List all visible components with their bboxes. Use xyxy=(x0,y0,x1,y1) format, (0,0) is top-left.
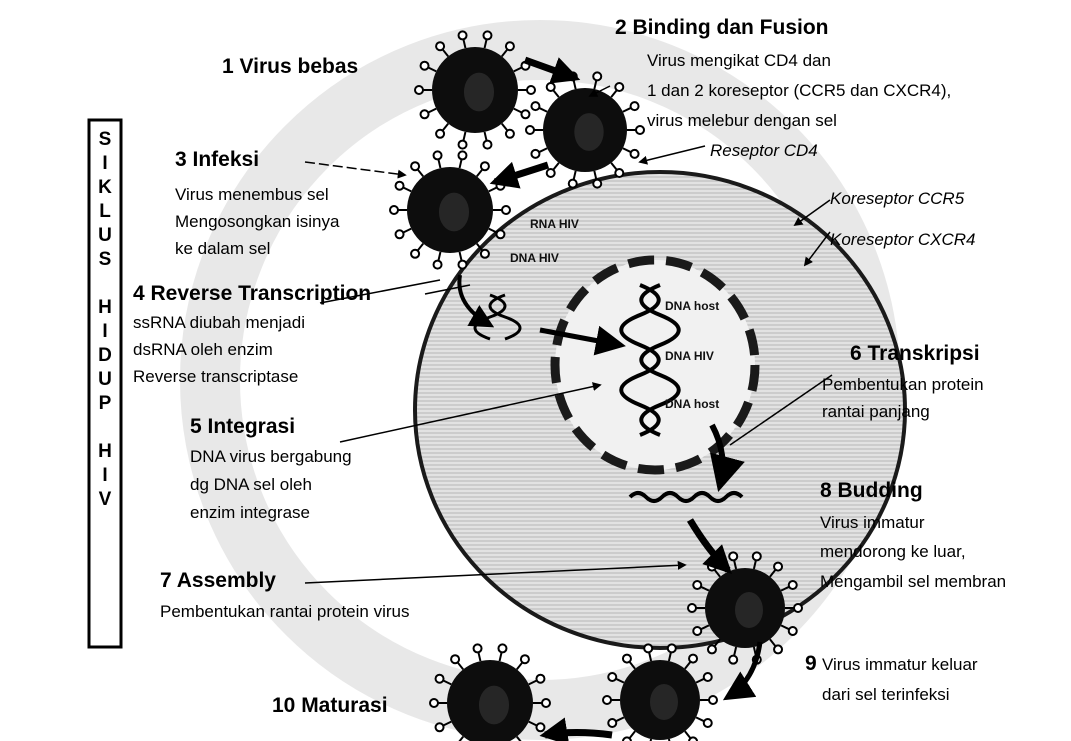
side-title-letter: D xyxy=(98,345,112,366)
side-title-letter: S xyxy=(99,129,112,150)
step-5-title: 5 Integrasi xyxy=(190,415,295,438)
side-title-letter: I xyxy=(102,321,107,342)
label-dna-bottom: DNA host xyxy=(665,397,719,411)
step-7-line-1: Pembentukan rantai protein virus xyxy=(160,602,409,621)
step-4-title: 4 Reverse Transcription xyxy=(133,282,371,305)
label-dna-hiv-2: DNA HIV xyxy=(665,349,714,363)
step-6-title: 6 Transkripsi xyxy=(850,342,980,365)
side-title-letter: I xyxy=(102,465,107,486)
side-title-letter: L xyxy=(99,201,111,222)
step-4-line-3: Reverse transcriptase xyxy=(133,367,298,386)
step-6-line-2: rantai panjang xyxy=(822,402,930,421)
step-2-line-3: virus melebur dengan sel xyxy=(647,111,837,130)
side-title-letter: I xyxy=(102,153,107,174)
arrow-2-to-3 xyxy=(495,165,548,182)
label-dna-top: DNA host xyxy=(665,299,719,313)
side-title-letter: S xyxy=(99,249,112,270)
side-title-letter: U xyxy=(98,225,112,246)
side-title-letter: U xyxy=(98,369,112,390)
step-1-title: 1 Virus bebas xyxy=(222,55,358,78)
step-5-line-1: DNA virus bergabung xyxy=(190,447,352,466)
side-title-letter: K xyxy=(98,177,112,198)
step-9-title: 9 xyxy=(805,652,817,675)
step-8-line-2: mendorong ke luar, xyxy=(820,542,966,561)
step-2-line-2: 1 dan 2 koreseptor (CCR5 dan CXCR4), xyxy=(647,81,951,100)
step-10-title: 10 Maturasi xyxy=(272,694,388,717)
side-title-letter: H xyxy=(98,441,112,462)
step-7-title: 7 Assembly xyxy=(160,569,276,592)
step-8-title: 8 Budding xyxy=(820,479,923,502)
side-title-letter: V xyxy=(99,489,112,510)
step-3-title: 3 Infeksi xyxy=(175,148,259,171)
step-8-line-3: Mengambil sel membran xyxy=(820,572,1006,591)
step-3-line-3: ke dalam sel xyxy=(175,239,270,258)
step-3-line-1: Virus menembus sel xyxy=(175,185,329,204)
label-dna-hiv-1: DNA HIV xyxy=(510,251,559,265)
step-3-line-2: Mengosongkan isinya xyxy=(175,212,340,231)
step-9-line-2: dari sel terinfeksi xyxy=(822,685,950,704)
step-5-line-3: enzim integrase xyxy=(190,503,310,522)
step-2-title: 2 Binding dan Fusion xyxy=(615,16,829,39)
side-title-letter: H xyxy=(98,297,112,318)
step-8-line-1: Virus immatur xyxy=(820,513,925,532)
receptor-ccr5-label: Koreseptor CCR5 xyxy=(830,189,965,208)
label-rna-hiv: RNA HIV xyxy=(530,217,579,231)
receptor-cd4-label: Reseptor CD4 xyxy=(710,141,818,160)
receptor-cxcr4-label: Koreseptor CXCR4 xyxy=(830,230,976,249)
side-title-letter: P xyxy=(99,393,112,414)
step-9-line-1: Virus immatur keluar xyxy=(822,655,978,674)
step-4-line-1: ssRNA diubah menjadi xyxy=(133,313,305,332)
step-5-line-2: dg DNA sel oleh xyxy=(190,475,312,494)
step-4-line-2: dsRNA oleh enzim xyxy=(133,340,273,359)
step-6-line-1: Pembentukan protein xyxy=(822,375,984,394)
step-2-line-1: Virus mengikat CD4 dan xyxy=(647,51,831,70)
arrow-9-to-10 xyxy=(545,733,612,736)
